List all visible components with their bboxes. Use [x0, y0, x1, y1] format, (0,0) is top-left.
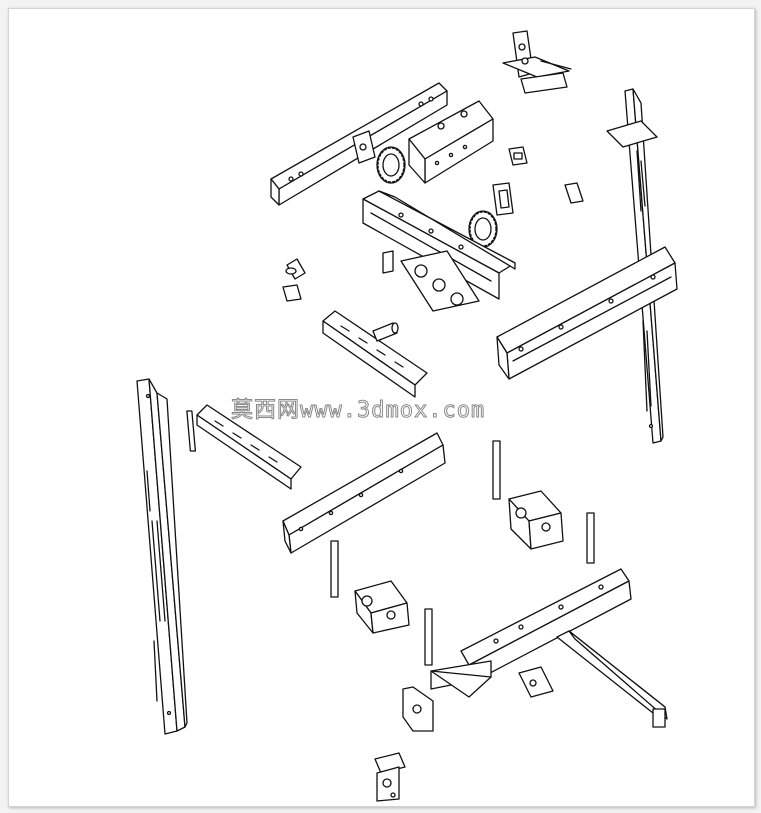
bottom-motor-bracket — [374, 752, 406, 802]
lower-angle-bracket — [402, 686, 434, 732]
wheel-carriage-arm — [362, 190, 516, 300]
top-mount-plate — [408, 100, 494, 184]
diagram-frame: 莫西网www.3dmox.com — [8, 8, 755, 807]
pin — [372, 322, 399, 342]
lower-rail — [430, 568, 632, 698]
top-right-bracket — [502, 30, 572, 94]
perforated-strips — [330, 440, 595, 666]
watermark-text: 莫西网www.3dmox.com — [230, 398, 486, 424]
wheel-left — [376, 146, 406, 184]
small-rail-bracket — [352, 130, 376, 164]
gearbox-right — [508, 490, 564, 550]
triple-hole-plate — [382, 250, 480, 312]
slotted-channel-upper — [322, 310, 428, 398]
exploded-assembly-drawing — [136, 30, 678, 802]
center-rail — [282, 432, 446, 554]
gearbox-left — [354, 580, 410, 634]
small-washers — [282, 146, 584, 302]
slotted-channel-lower — [196, 404, 302, 490]
left-vertical-post — [136, 378, 197, 735]
lower-right-angled-rail — [556, 630, 668, 728]
pivot-bracket — [518, 666, 554, 698]
right-cross-rail — [496, 246, 678, 380]
